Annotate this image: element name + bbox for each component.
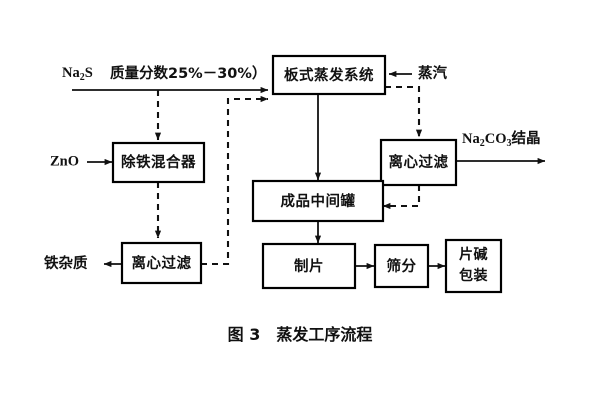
feed-formula-pre: Na — [62, 65, 80, 81]
centrifugal-filter-upper-label: 离心过滤 — [389, 153, 449, 171]
feed-formula-post: S — [85, 65, 93, 81]
product-intermediate-tank-box[interactable] — [251, 179, 385, 223]
flake-caustic-packaging-label-line1: 片碱 — [459, 246, 488, 263]
flake-caustic-packaging-label-line2: 包装 — [459, 267, 488, 284]
soda-ash-sub1: 2 — [480, 138, 485, 149]
node-tablet-making[interactable]: 制片 — [261, 242, 357, 290]
node-plate-evaporation-system[interactable]: 板式蒸发系统 — [271, 54, 387, 96]
edge-lower-filter-to-evaporator — [201, 95, 269, 266]
sieving-label: 筛分 — [387, 257, 417, 275]
soda-ash-mid: CO — [485, 131, 507, 147]
edge-upper-filter-to-tank — [382, 185, 421, 210]
tablet-making-label: 制片 — [294, 257, 324, 275]
node-flake-caustic-packaging[interactable]: 片碱 包装 — [444, 238, 503, 294]
soda-ash-pre: Na — [462, 131, 480, 147]
figure-caption-label: 图 3 — [228, 325, 261, 344]
soda-ash-post: 结晶 — [511, 129, 540, 147]
node-sieving[interactable]: 筛分 — [373, 243, 430, 289]
node-centrifugal-filter-lower[interactable]: 离心过滤 — [120, 241, 203, 285]
iron-removal-mixer-box[interactable] — [111, 141, 206, 184]
node-iron-removal-mixer[interactable]: 除铁混合器 — [111, 141, 206, 184]
flake-caustic-packaging-box[interactable] — [444, 238, 503, 294]
edge-evaporator-to-upper-filter — [385, 85, 423, 138]
figure-caption-title: 蒸发工序流程 — [276, 325, 372, 344]
feed-stream-label: Na2S 质量分数25%－30%） — [62, 64, 266, 83]
steam-label: 蒸汽 — [418, 64, 447, 82]
soda-ash-crystal-label: Na2CO3结晶 — [462, 129, 540, 149]
centrifugal-filter-upper-box[interactable] — [379, 138, 458, 187]
figure-caption: 图 3 蒸发工序流程 — [228, 325, 373, 344]
plate-evaporation-system-box[interactable] — [271, 54, 387, 96]
sieving-box[interactable] — [373, 243, 430, 289]
feed-formula-sub: 2 — [80, 72, 85, 83]
node-product-intermediate-tank[interactable]: 成品中间罐 — [251, 179, 385, 223]
iron-impurity-label: 铁杂质 — [44, 254, 88, 272]
node-centrifugal-filter-upper[interactable]: 离心过滤 — [379, 138, 458, 187]
plate-evaporation-system-label: 板式蒸发系统 — [284, 66, 374, 84]
iron-removal-mixer-label: 除铁混合器 — [121, 153, 196, 171]
feed-formula: Na2S — [62, 65, 93, 83]
soda-ash-sub2: 3 — [506, 138, 511, 149]
zinc-oxide-label: ZnO — [50, 153, 79, 169]
centrifugal-filter-lower-label: 离心过滤 — [132, 254, 192, 272]
centrifugal-filter-lower-box[interactable] — [120, 241, 203, 285]
feed-spec-label: 质量分数25%－30%） — [110, 64, 266, 82]
product-intermediate-tank-label: 成品中间罐 — [281, 192, 356, 210]
tablet-making-box[interactable] — [261, 242, 357, 290]
